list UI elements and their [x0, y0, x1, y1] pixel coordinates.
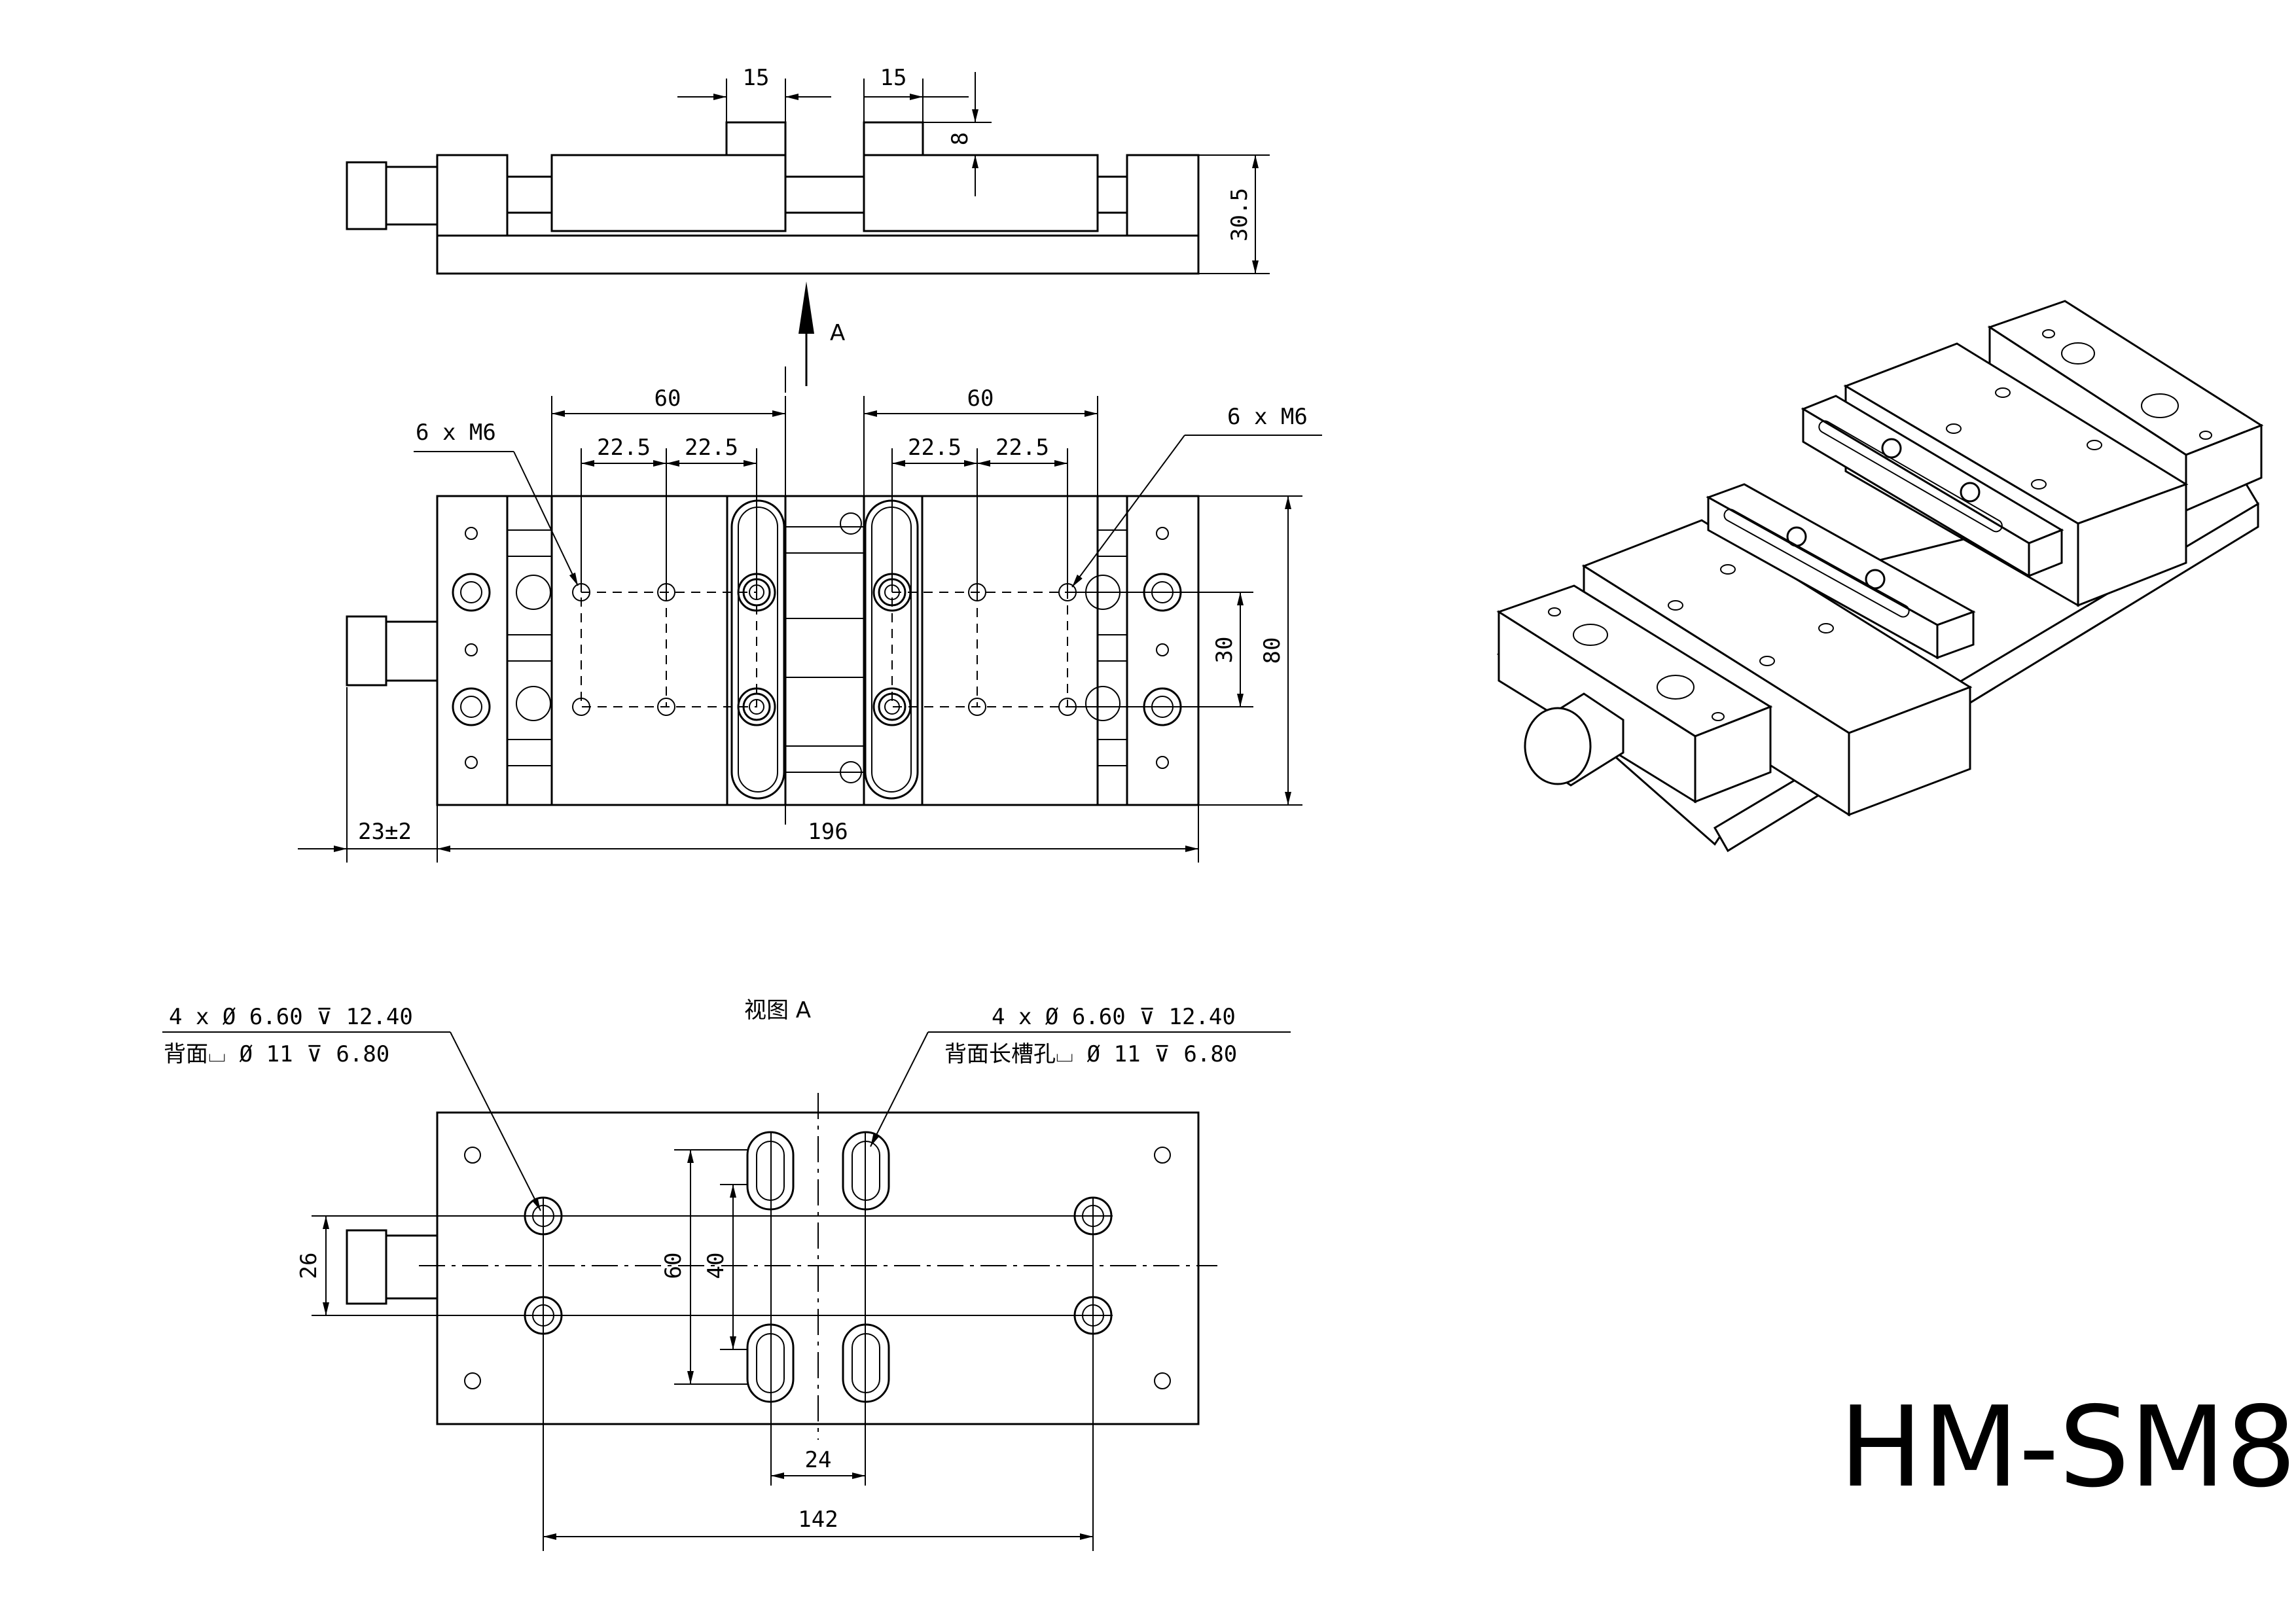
dim-24: 24 [805, 1447, 832, 1473]
dim-15-left: 15 [743, 65, 770, 91]
dim-22-5-a: 22.5 [597, 435, 651, 461]
bottom-view: 视图 A 26 60 [162, 997, 1291, 1551]
dim-142: 142 [798, 1507, 838, 1533]
dim-80: 80 [1259, 637, 1285, 664]
dim-30-5: 30.5 [1227, 188, 1253, 241]
dim-23: 23±2 [358, 819, 412, 845]
dim-60-bottom: 60 [660, 1253, 687, 1279]
callout-left-line2: 背面⌴ Ø 11 ⊽ 6.80 [164, 1041, 389, 1067]
top-view: 60 60 22.5 22.5 22.5 22.5 6 x M6 6 x M6 … [298, 366, 1322, 863]
callout-right-line2: 背面长槽孔⌴ Ø 11 ⊽ 6.80 [944, 1041, 1237, 1067]
dim-8: 8 [947, 132, 973, 145]
dim-60-right: 60 [967, 385, 994, 412]
dim-22-5-d: 22.5 [996, 435, 1049, 461]
dim-60-left: 60 [655, 385, 681, 412]
callout-left-m6: 6 x M6 [416, 419, 496, 446]
dim-26: 26 [296, 1253, 322, 1279]
dim-22-5-b: 22.5 [685, 435, 738, 461]
isometric-view [1496, 300, 2264, 853]
arrow-label: A [830, 320, 845, 346]
dim-40: 40 [703, 1253, 729, 1279]
dim-15-right: 15 [880, 65, 907, 91]
dim-30: 30 [1211, 637, 1238, 664]
callout-left-line1: 4 x Ø 6.60 ⊽ 12.40 [169, 1004, 413, 1030]
dim-196: 196 [808, 819, 848, 845]
callout-right-line1: 4 x Ø 6.60 ⊽ 12.40 [992, 1004, 1236, 1030]
view-arrow-a: A [798, 281, 845, 386]
view-a-label: 视图 A [744, 997, 811, 1024]
callout-right-m6: 6 x M6 [1227, 404, 1308, 430]
front-view: 15 15 8 30.5 [346, 65, 1270, 275]
dim-22-5-c: 22.5 [908, 435, 961, 461]
model-label: HM-SM80 [1839, 1383, 2296, 1512]
